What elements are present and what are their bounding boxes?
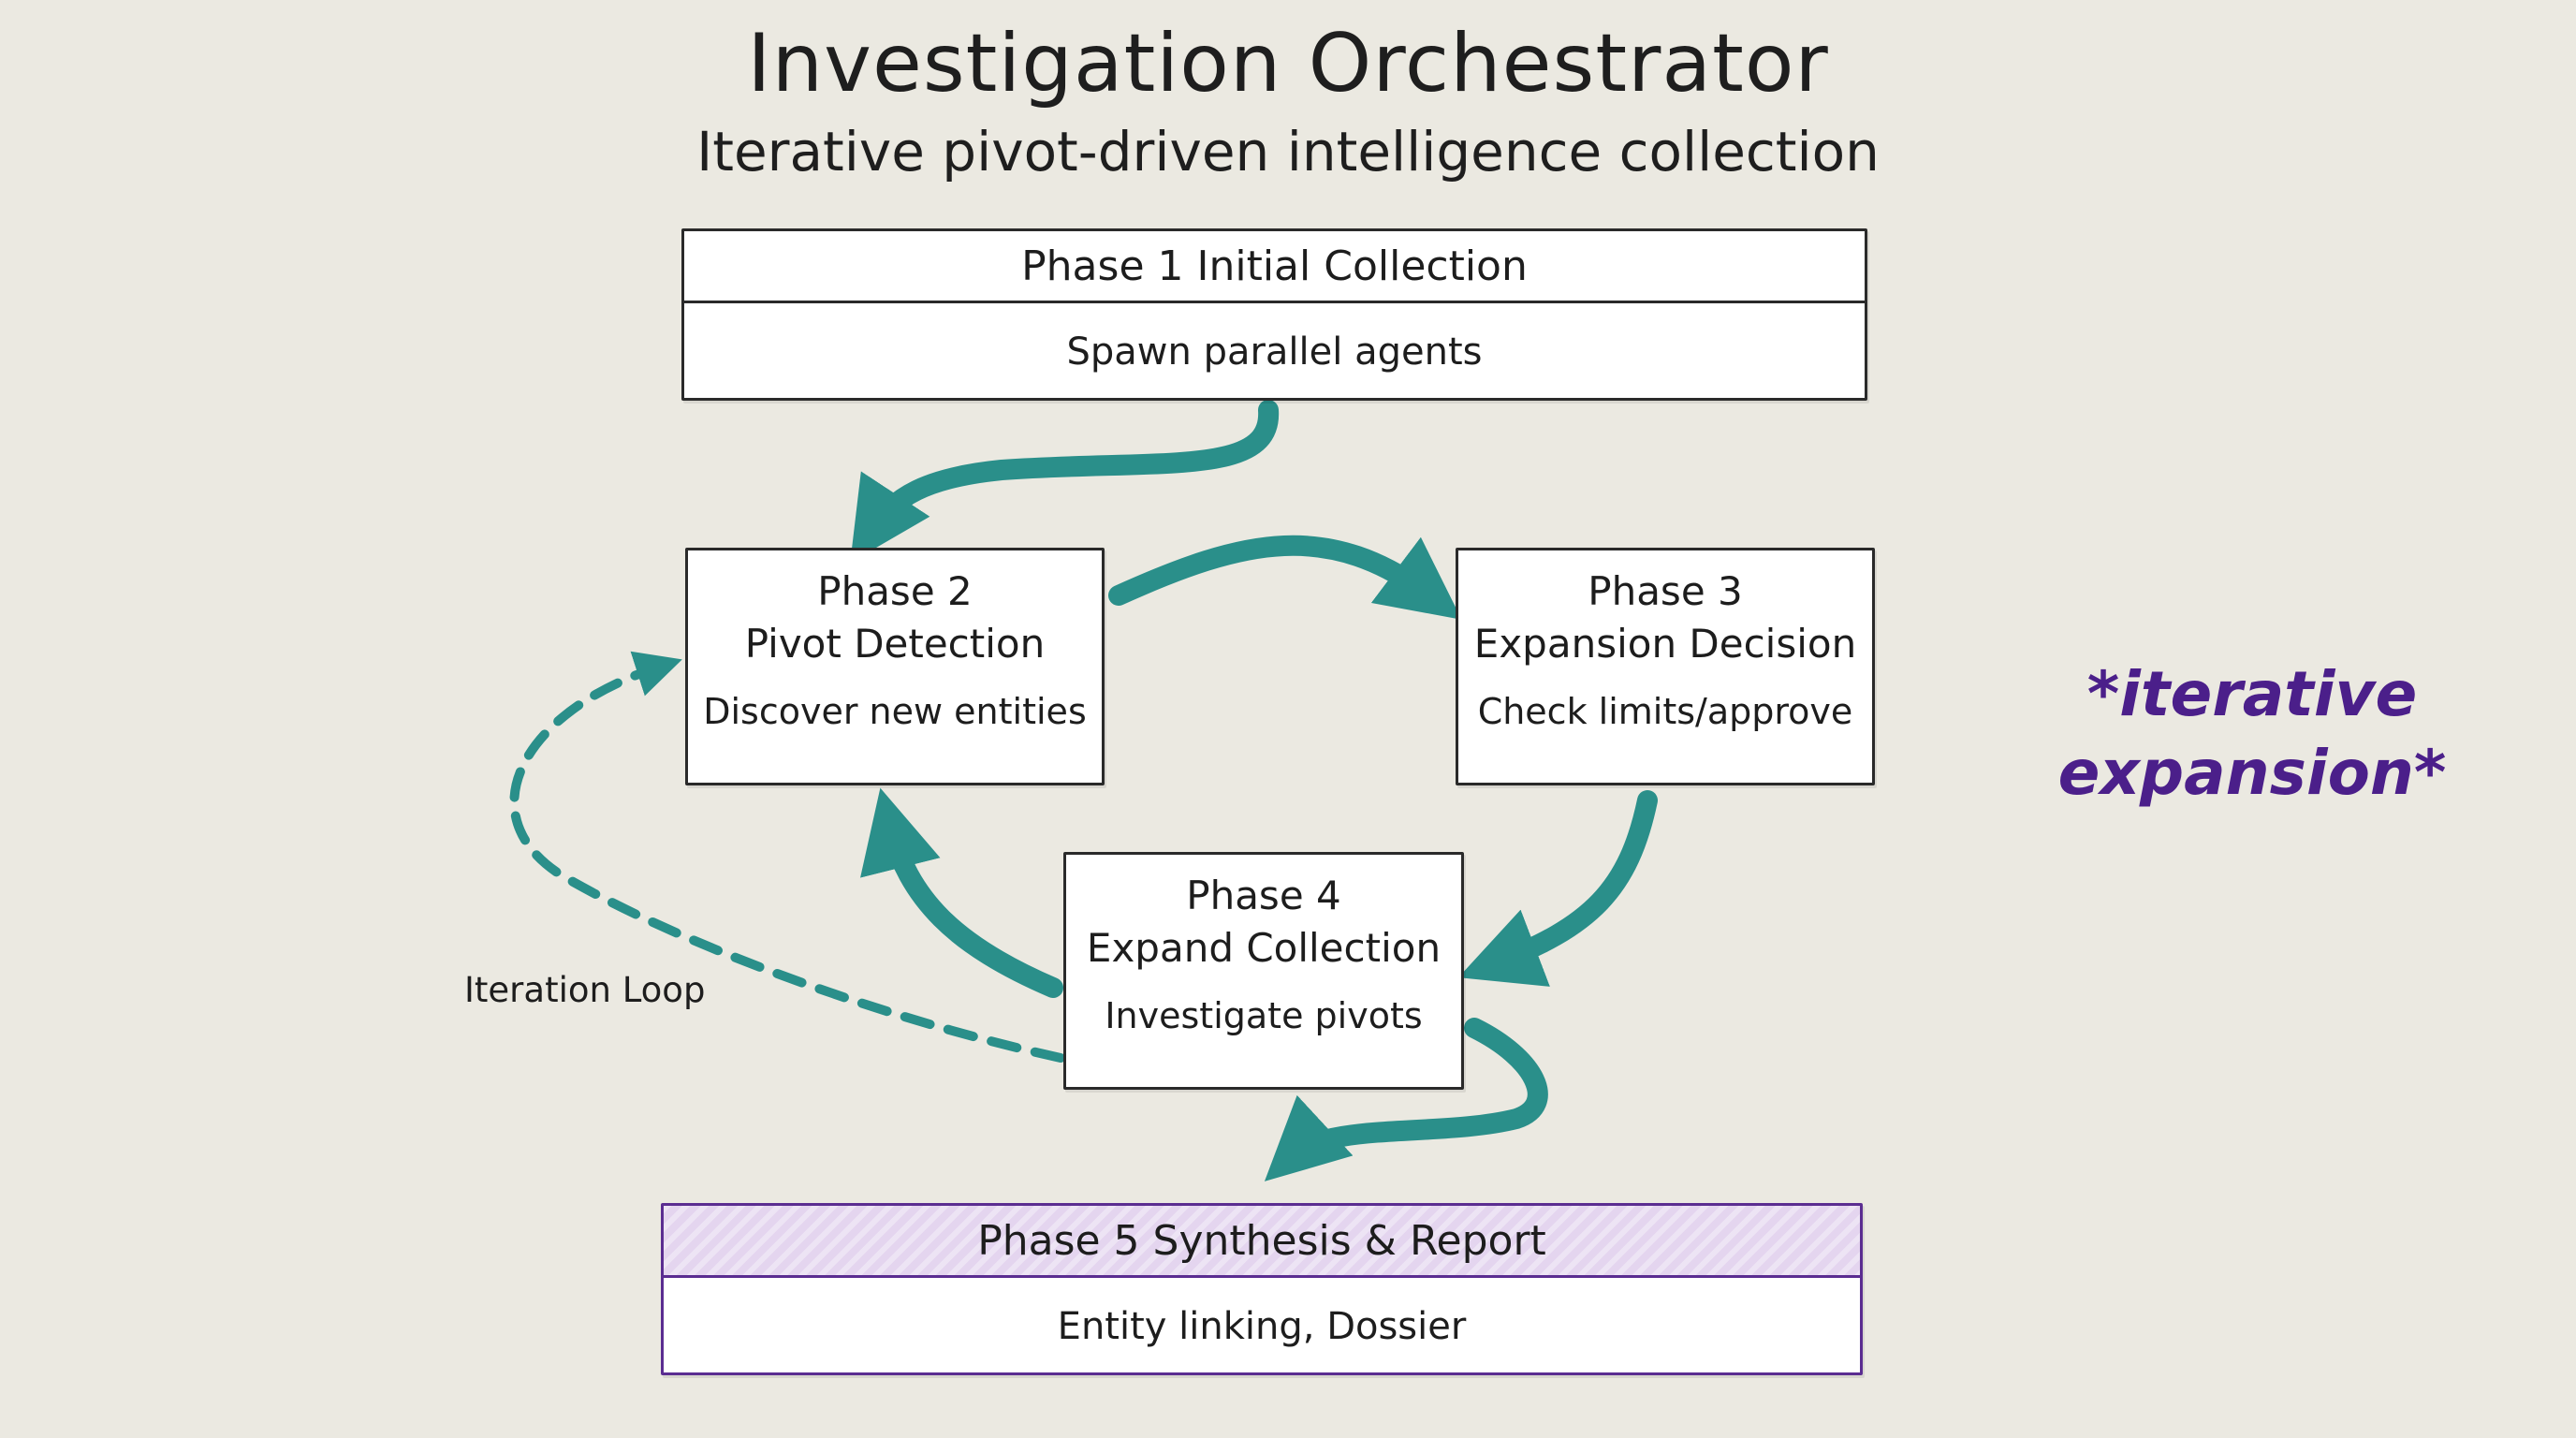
phase3-box: Phase 3 Expansion Decision Check limits/… bbox=[1456, 548, 1875, 785]
phase5-header: Phase 5 Synthesis & Report bbox=[664, 1206, 1860, 1278]
phase2-box: Phase 2 Pivot Detection Discover new ent… bbox=[685, 548, 1105, 785]
phase4-label: Phase 4 bbox=[1186, 873, 1341, 918]
arrow-phase2-to-phase3 bbox=[1108, 535, 1462, 620]
iterative-expansion-note: *iterative expansion* bbox=[2057, 658, 2447, 809]
iteration-loop-label: Iteration Loop bbox=[464, 970, 706, 1010]
arrow-iteration-loop bbox=[509, 651, 1065, 1063]
phase5-box: Phase 5 Synthesis & Report Entity linkin… bbox=[661, 1203, 1863, 1375]
phase2-body: Discover new entities bbox=[703, 691, 1087, 732]
arrow-phase4-to-phase5 bbox=[1264, 1018, 1548, 1181]
phase1-header: Phase 1 Initial Collection bbox=[684, 231, 1865, 303]
phase3-body: Check limits/approve bbox=[1477, 691, 1853, 732]
phase4-body: Investigate pivots bbox=[1105, 995, 1423, 1036]
arrow-phase3-to-phase4 bbox=[1457, 790, 1658, 987]
phase4-box: Phase 4 Expand Collection Investigate pi… bbox=[1063, 852, 1464, 1090]
phase3-title: Expansion Decision bbox=[1473, 621, 1857, 667]
phase2-label: Phase 2 bbox=[817, 568, 973, 614]
phase5-body: Entity linking, Dossier bbox=[1057, 1305, 1467, 1348]
diagram-subtitle: Iterative pivot-driven intelligence coll… bbox=[696, 120, 1880, 183]
diagram-title: Investigation Orchestrator bbox=[747, 17, 1829, 110]
phase2-title: Pivot Detection bbox=[744, 621, 1046, 667]
phase1-body: Spawn parallel agents bbox=[1066, 330, 1483, 374]
arrow-phase1-to-phase2 bbox=[850, 400, 1280, 564]
arrow-phase4-to-phase2 bbox=[860, 787, 1063, 998]
phase1-box: Phase 1 Initial Collection Spawn paralle… bbox=[681, 228, 1867, 401]
phase3-label: Phase 3 bbox=[1588, 568, 1743, 614]
phase4-title: Expand Collection bbox=[1086, 925, 1442, 971]
